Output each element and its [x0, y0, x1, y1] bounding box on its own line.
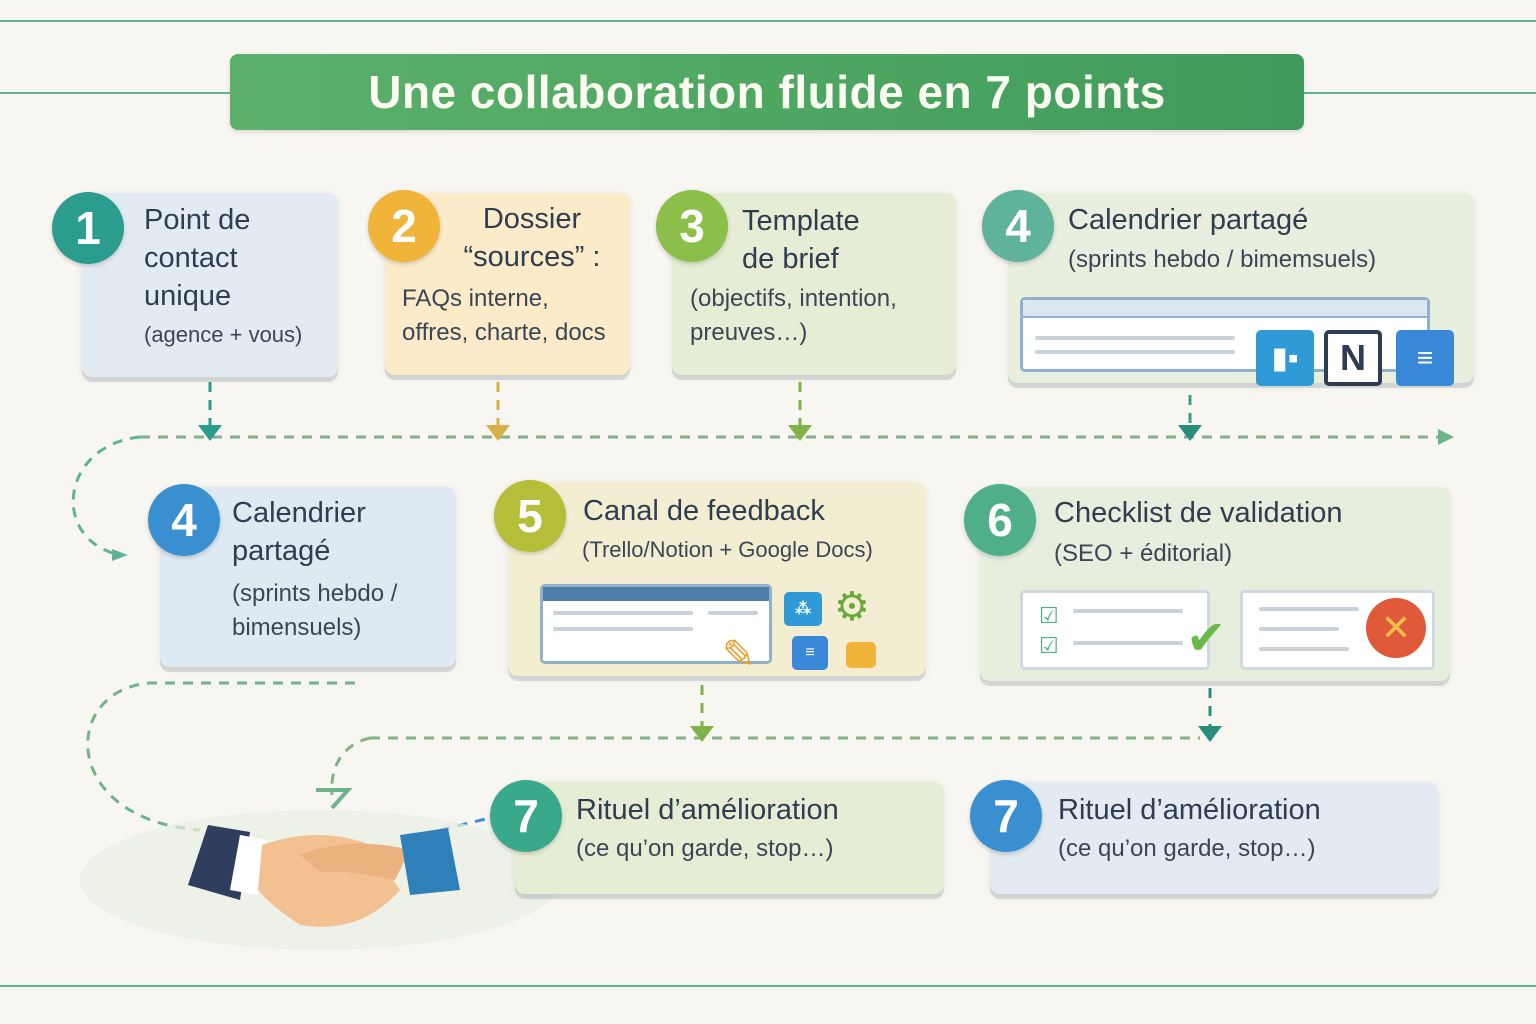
- step-number-badge: 4: [982, 190, 1054, 262]
- divider-right: [1300, 92, 1536, 94]
- step-subtitle: FAQs interne,offres, charte, docs: [402, 285, 606, 346]
- divider-top: [0, 20, 1536, 22]
- step-number-badge: 7: [490, 780, 562, 852]
- step-number-badge: 1: [52, 192, 124, 264]
- loop-bottom: [86, 681, 355, 832]
- arrowhead: [486, 425, 510, 441]
- checkbox-icon: ☑: [1039, 603, 1059, 628]
- arrowhead: [1178, 425, 1202, 441]
- step-title: Checklist de validation: [1054, 497, 1343, 529]
- title-banner: Une collaboration fluide en 7 points: [230, 54, 1304, 130]
- step-card-1: [82, 193, 338, 377]
- step-title: Calendrier partagé: [1068, 204, 1309, 236]
- step-number-badge: 5: [494, 480, 566, 552]
- arrowhead: [1198, 726, 1222, 742]
- step-subtitle: (sprints hebdo / bimemsuels): [1068, 246, 1377, 273]
- step-subtitle: (ce qu’on garde, stop…): [1058, 835, 1316, 862]
- arrowhead: [788, 425, 812, 441]
- arrowhead: [316, 788, 353, 810]
- step-title: Dossier“sources” :: [463, 203, 601, 273]
- step-card-7: [515, 782, 944, 894]
- checkmark-icon: ✔: [1186, 612, 1227, 665]
- arrowhead: [1438, 429, 1454, 445]
- trello-icon: ▮▪: [1256, 330, 1314, 386]
- step-subtitle: (agence + vous): [144, 322, 303, 347]
- step-subtitle: (sprints hebdo /bimensuels): [232, 580, 398, 641]
- step-number-badge: 4: [148, 484, 220, 556]
- google-docs-icon: ≡: [1396, 330, 1454, 386]
- arrowhead: [112, 549, 128, 561]
- arrowhead: [198, 425, 222, 441]
- google-docs-icon: ≡: [792, 636, 828, 670]
- page-title: Une collaboration fluide en 7 points: [368, 66, 1166, 118]
- step-subtitle: (Trello/Notion + Google Docs): [582, 537, 873, 562]
- step-number-badge: 6: [964, 484, 1036, 556]
- notion-icon: N: [1324, 330, 1382, 386]
- step-title: Canal de feedback: [583, 495, 825, 527]
- loop-left: [71, 435, 141, 557]
- step-subtitle: (ce qu’on garde, stop…): [576, 835, 834, 862]
- trello-icon: ⁂: [784, 592, 822, 626]
- step-subtitle: (SEO + éditorial): [1054, 540, 1233, 567]
- step-number-badge: 2: [368, 190, 440, 262]
- step-number-badge: 3: [656, 190, 728, 262]
- pencil-icon: ✎: [722, 633, 756, 677]
- feedback-window-illustration: [540, 584, 772, 664]
- step-subtitle: (objectifs, intention,preuves…): [690, 285, 897, 346]
- reject-x-icon: ✕: [1366, 598, 1426, 658]
- step-title: Rituel d’amélioration: [576, 794, 839, 826]
- chart-icon: [846, 642, 876, 668]
- connector-handshake: [330, 736, 371, 796]
- step-title: Rituel d’amélioration: [1058, 794, 1321, 826]
- step-card-7-alt: [990, 782, 1438, 894]
- checkbox-icon: ☑: [1039, 633, 1059, 658]
- divider-bottom: [0, 985, 1536, 987]
- step-number-badge: 7: [970, 780, 1042, 852]
- gear-icon: ⚙: [834, 585, 870, 629]
- arrowhead: [690, 726, 714, 742]
- divider-left: [0, 92, 240, 94]
- checklist-illustration: ☑☑: [1020, 590, 1210, 670]
